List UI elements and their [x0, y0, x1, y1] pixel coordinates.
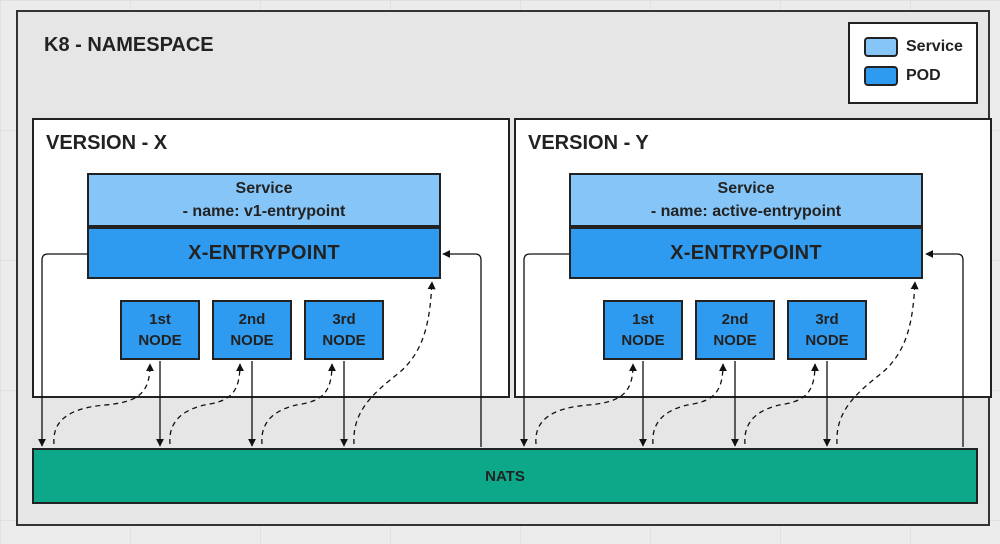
- version-y-node-2: 2nd NODE: [695, 300, 775, 360]
- legend-pod-label: POD: [906, 67, 941, 84]
- version-y-node-3: 3rd NODE: [787, 300, 867, 360]
- node-label-order: 3rd: [332, 311, 356, 328]
- node-label-type: NODE: [322, 332, 366, 349]
- node-label-type: NODE: [805, 332, 849, 349]
- y-nats-to-node3-dashed-arrow: [744, 363, 819, 445]
- x-nats-to-pod-dashed-arrow: [353, 281, 436, 445]
- version-y-service-detail: - name: active-entrypoint: [650, 203, 842, 220]
- version-y-title: VERSION - Y: [528, 132, 649, 154]
- x-nats-to-pod-arrow: [442, 250, 482, 447]
- node-label-order: 2nd: [238, 311, 266, 328]
- node-label-type: NODE: [138, 332, 182, 349]
- y-nats-to-node2-dashed-arrow: [652, 363, 727, 445]
- version-x-service-title: Service: [235, 180, 293, 197]
- version-x-node-1: 1st NODE: [120, 300, 200, 360]
- namespace-title: K8 - NAMESPACE: [44, 34, 214, 56]
- node-label-type: NODE: [230, 332, 274, 349]
- y-pod-to-nats-arrow: [520, 253, 569, 447]
- node-label-type: NODE: [713, 332, 757, 349]
- version-x-service: Service - name: v1-entrypoint: [87, 173, 441, 227]
- version-y-service: Service - name: active-entrypoint: [569, 173, 923, 227]
- legend-pod-swatch: [864, 66, 898, 86]
- y-nats-to-pod-arrow: [925, 250, 964, 447]
- x-nats-to-node1-dashed-arrow: [53, 363, 154, 445]
- legend: [848, 22, 978, 104]
- x-nats-to-node2-dashed-arrow: [169, 363, 244, 445]
- node-label-type: NODE: [621, 332, 665, 349]
- node-label-order: 1st: [149, 311, 171, 328]
- version-x-service-detail: - name: v1-entrypoint: [182, 203, 346, 220]
- node-label-order: 3rd: [815, 311, 839, 328]
- version-x-entrypoint-pod: X-ENTRYPOINT: [87, 227, 441, 279]
- node-label-order: 1st: [632, 311, 654, 328]
- y-nats-to-pod-dashed-arrow: [836, 281, 919, 445]
- version-x-node-2: 2nd NODE: [212, 300, 292, 360]
- y-nats-to-node1-dashed-arrow: [535, 363, 637, 445]
- legend-service-label: Service: [906, 38, 963, 55]
- node-label-order: 2nd: [721, 311, 749, 328]
- x-pod-to-nats-arrow: [38, 253, 87, 447]
- version-y-service-title: Service: [717, 180, 775, 197]
- version-x-node-3: 3rd NODE: [304, 300, 384, 360]
- x-nats-to-node3-dashed-arrow: [261, 363, 336, 445]
- version-y-entrypoint-pod: X-ENTRYPOINT: [569, 227, 923, 279]
- version-x-title: VERSION - X: [46, 132, 168, 154]
- nats-bus: NATS: [32, 448, 978, 504]
- legend-service-swatch: [864, 37, 898, 57]
- version-y-node-1: 1st NODE: [603, 300, 683, 360]
